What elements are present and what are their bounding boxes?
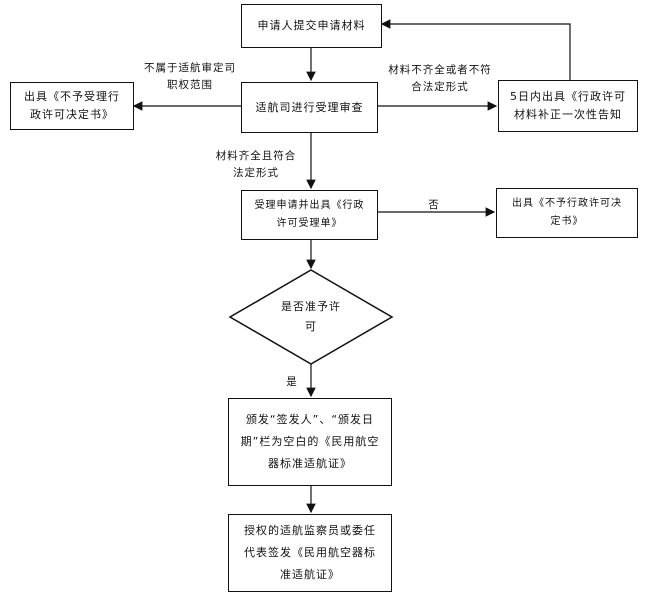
node-sign-label: 授权的适航监察员或委任代表签发《民用航空器标准适航证》 xyxy=(244,524,376,581)
node-notify-supplement: 5日内出具《行政许可材料补正一次性告知 xyxy=(498,80,638,132)
edge-label-not-jurisdiction: 不属于适航审定司职权范围 xyxy=(142,60,238,94)
node-submit-label: 申请人提交申请材料 xyxy=(257,19,366,32)
node-issue-blank: 颁发“签发人”、“颁发日期”栏为空白的《民用航空器标准适航证》 xyxy=(228,398,392,486)
node-reject-label: 出具《不予受理行政许可决定书》 xyxy=(24,90,120,121)
node-not-permit: 出具《不予行政许可决定书》 xyxy=(496,188,638,238)
edge-notify-submit xyxy=(380,19,571,80)
node-decision-label: 是否准予许可 xyxy=(281,300,341,333)
node-submit: 申请人提交申请材料 xyxy=(241,4,382,48)
edge-label-yes: 是 xyxy=(282,374,302,391)
node-reject-not-accept: 出具《不予受理行政许可决定书》 xyxy=(10,82,134,130)
edge-label-incomplete: 材料不齐全或者不符合法定形式 xyxy=(384,62,496,96)
edge-label-no-text: 否 xyxy=(428,199,440,211)
edge-label-yes-text: 是 xyxy=(286,376,298,388)
node-review: 适航司进行受理审查 xyxy=(241,82,378,133)
node-decision: 是否准予许可 xyxy=(276,297,346,337)
edge-label-complete: 材料齐全且符合法定形式 xyxy=(212,148,300,182)
node-sign: 授权的适航监察员或委任代表签发《民用航空器标准适航证》 xyxy=(228,514,392,592)
node-notify-label: 5日内出具《行政许可材料补正一次性告知 xyxy=(510,90,626,121)
edge-label-complete-text: 材料齐全且符合法定形式 xyxy=(215,150,297,179)
node-accept-label: 受理申请并出具《行政许可受理单》 xyxy=(254,200,365,229)
node-review-label: 适航司进行受理审查 xyxy=(255,100,364,114)
node-issue-label: 颁发“签发人”、“颁发日期”栏为空白的《民用航空器标准适航证》 xyxy=(240,413,380,470)
decision-diamond xyxy=(228,269,394,365)
edge-label-incomplete-text: 材料不齐全或者不符合法定形式 xyxy=(388,64,492,93)
node-accept: 受理申请并出具《行政许可受理单》 xyxy=(241,190,378,240)
node-not-permit-label: 出具《不予行政许可决定书》 xyxy=(512,198,622,227)
edge-label-not-jurisdiction-text: 不属于适航审定司职权范围 xyxy=(144,62,236,91)
edge-label-no: 否 xyxy=(424,197,444,214)
